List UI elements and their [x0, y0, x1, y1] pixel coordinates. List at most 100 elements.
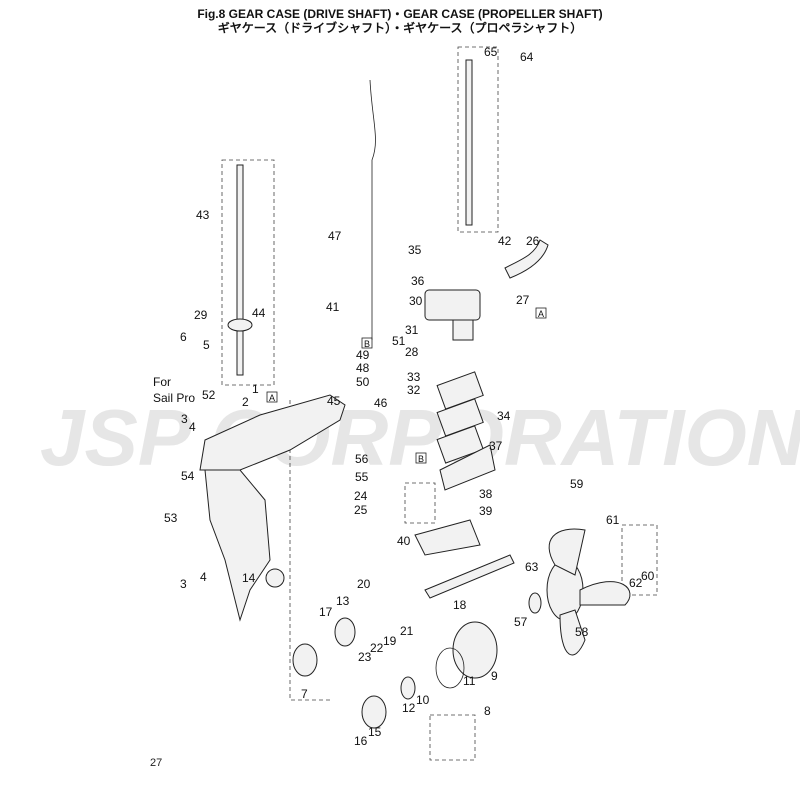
callout-label: 34 — [497, 409, 511, 423]
ref-mark-a: A — [535, 307, 547, 319]
shift-rod-upper — [465, 59, 473, 226]
figure-title: Fig.8 GEAR CASE (DRIVE SHAFT)・GEAR CASE … — [197, 7, 603, 21]
gasket-40 — [414, 519, 481, 556]
figure-title-japanese: ギヤケース（ドライブシャフト）・ギヤケース（プロペラシャフト） — [217, 21, 583, 35]
callout-label: 60 — [641, 569, 655, 583]
callout-label: 14 — [242, 571, 256, 585]
bearing-kit-box — [429, 714, 476, 761]
forward-gear — [334, 617, 356, 647]
bearing-12 — [400, 676, 416, 700]
callout-label: 31 — [405, 323, 419, 337]
callout-label: 54 — [181, 469, 195, 483]
callout-label: 53 — [164, 511, 178, 525]
o-ring — [435, 647, 465, 689]
watermark: JSP CORPORATION — [40, 393, 800, 482]
callout-label: 48 — [356, 361, 370, 375]
callout-label: 25 — [354, 503, 368, 517]
callout-label: 23 — [358, 650, 372, 664]
callout-label: 10 — [416, 693, 430, 707]
callout-label: 22 — [370, 641, 384, 655]
pinion-gear — [265, 568, 285, 588]
gear-group-line — [289, 400, 330, 701]
callout-label: 39 — [479, 504, 493, 518]
drive-shaft — [236, 164, 244, 376]
svg-text:B: B — [418, 454, 424, 464]
callout-label: 43 — [196, 208, 210, 222]
callout-label: 41 — [326, 300, 340, 314]
callout-label: 56 — [355, 452, 369, 466]
callout-label: 3 — [180, 577, 187, 591]
propeller-blade — [559, 609, 586, 656]
callout-label: 59 — [570, 477, 584, 491]
callout-label: 2 — [242, 395, 249, 409]
thrust-washer — [528, 592, 542, 614]
gear-case-body — [204, 469, 271, 622]
pump-base — [439, 444, 496, 491]
propeller-blade — [579, 581, 631, 606]
callout-label: 36 — [411, 274, 425, 288]
callout-label: 65 — [484, 45, 498, 59]
callout-label: 3 — [181, 412, 188, 426]
callout-label: 4 — [200, 570, 207, 584]
callout-label: 1 — [252, 382, 259, 396]
callout-label: 47 — [328, 229, 342, 243]
callout-label: 64 — [520, 50, 534, 64]
callout-label: 44 — [252, 306, 266, 320]
callout-label: 52 — [202, 388, 216, 402]
callout-label: 21 — [400, 624, 414, 638]
callout-label: 19 — [383, 634, 397, 648]
callout-label: 28 — [405, 345, 419, 359]
svg-text:A: A — [538, 309, 544, 319]
callout-label: 29 — [194, 308, 208, 322]
water-tube — [504, 239, 549, 279]
callout-label: 45 — [327, 394, 341, 408]
callout-label: 57 — [514, 615, 528, 629]
callout-label: 51 — [392, 334, 406, 348]
callout-label: 4 — [189, 420, 196, 434]
callout-label: 49 — [356, 348, 370, 362]
svg-text:A: A — [269, 393, 275, 403]
ref-mark-b: B — [415, 452, 427, 464]
ref-mark-b: B — [361, 337, 373, 349]
bearing-7 — [292, 643, 318, 677]
callout-label: 61 — [606, 513, 620, 527]
callout-label: 8 — [484, 704, 491, 718]
callout-label: 6 — [180, 330, 187, 344]
callout-label: 55 — [355, 470, 369, 484]
prop-nut-group-box — [621, 524, 658, 596]
anode-group-box — [404, 482, 436, 524]
note-sail-pro: Sail Pro — [153, 391, 195, 405]
callout-label: 9 — [491, 669, 498, 683]
callout-label: 50 — [356, 375, 370, 389]
drive-shaft-group-box — [221, 159, 275, 386]
callout-label: 12 — [402, 701, 416, 715]
bearing — [227, 318, 253, 332]
gasket-2 — [436, 425, 484, 464]
callout-label: 32 — [407, 383, 421, 397]
callout-label: 33 — [407, 370, 421, 384]
svg-text:B: B — [364, 339, 370, 349]
shift-rod-group-box — [457, 46, 499, 233]
propeller-blade — [548, 528, 586, 576]
callout-label: 58 — [575, 625, 589, 639]
callout-label: 37 — [489, 439, 503, 453]
callout-label: 15 — [368, 725, 382, 739]
callout-label: 38 — [479, 487, 493, 501]
callout-label: 40 — [397, 534, 411, 548]
gear-case-top — [199, 394, 346, 471]
note-for: For — [153, 375, 171, 389]
callout-label: 20 — [357, 577, 371, 591]
callout-label: 24 — [354, 489, 368, 503]
page-number: 27 — [150, 757, 163, 769]
shift-rod — [369, 79, 376, 340]
pump-housing — [424, 289, 481, 321]
callout-label: 11 — [463, 674, 476, 688]
callout-label: 16 — [354, 734, 368, 748]
ref-mark-a: A — [266, 391, 278, 403]
callout-label: 63 — [525, 560, 539, 574]
callout-label: 18 — [453, 598, 467, 612]
callout-label: 26 — [526, 234, 540, 248]
propeller-shaft — [424, 554, 515, 599]
